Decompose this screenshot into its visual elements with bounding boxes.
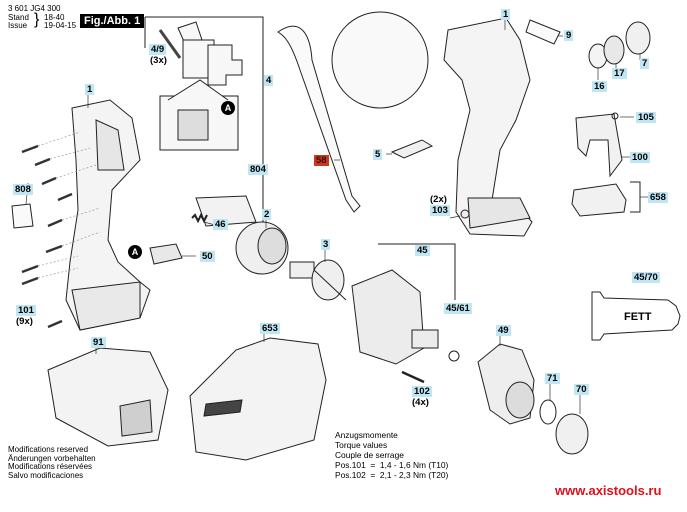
part-label-4[interactable]: 4 xyxy=(264,75,274,86)
part-label-5[interactable]: 5 xyxy=(373,149,383,160)
spring-46 xyxy=(191,212,208,224)
ring-45-61 xyxy=(448,350,460,362)
part-label-804[interactable]: 804 xyxy=(248,164,268,175)
part-label-102[interactable]: 102 xyxy=(412,386,432,397)
qty-101: (9x) xyxy=(16,316,33,327)
charger-653 xyxy=(189,337,327,461)
part-label-45-61[interactable]: 45/61 xyxy=(444,303,472,314)
stand-label: Stand xyxy=(8,13,29,22)
note-line: Modifications reserved xyxy=(8,445,89,454)
website-link[interactable]: www.axistools.ru xyxy=(555,483,662,498)
left-housing xyxy=(65,99,151,331)
part-label-101[interactable]: 101 xyxy=(16,305,36,316)
screw-102 xyxy=(401,370,425,384)
clip-100 xyxy=(575,113,623,178)
doc-number: 3 601 JG4 300 xyxy=(8,4,61,13)
part-label-808[interactable]: 808 xyxy=(13,184,33,195)
label-808 xyxy=(11,203,34,229)
part-label-49[interactable]: 49 xyxy=(496,325,511,336)
marker-a: A xyxy=(221,101,235,115)
strap-58 xyxy=(277,25,361,213)
modifications-note: Modifications reserved Änderungen vorbeh… xyxy=(8,445,96,480)
part-label-103[interactable]: 103 xyxy=(430,205,450,216)
part-label-71[interactable]: 71 xyxy=(545,373,560,384)
note-line: Änderungen vorbehalten xyxy=(8,453,96,463)
figure-label: Fig./Abb. 1 xyxy=(80,14,145,28)
qty-4-9: (3x) xyxy=(150,55,167,66)
stator-2 xyxy=(235,221,289,275)
screw-105 xyxy=(611,112,619,120)
button-5 xyxy=(390,139,434,159)
part-label-70[interactable]: 70 xyxy=(574,384,589,395)
part-label-91[interactable]: 91 xyxy=(91,337,106,348)
issue-value: 19-04-15 xyxy=(44,21,77,30)
hammer-housing-49 xyxy=(477,343,535,425)
marker-a: A xyxy=(128,245,142,259)
gearbox-45 xyxy=(351,269,439,365)
torque-line: Anzugsmomente xyxy=(335,430,398,440)
part-50 xyxy=(149,243,183,265)
part-label-4-9[interactable]: 4/9 xyxy=(149,44,167,55)
part-label-100[interactable]: 100 xyxy=(630,152,650,163)
part-label-45[interactable]: 45 xyxy=(415,245,430,256)
sleeve-70 xyxy=(555,413,589,455)
part-label-7[interactable]: 7 xyxy=(640,58,650,69)
right-housing xyxy=(331,11,533,237)
note-line: Modifications réservées xyxy=(8,462,93,472)
torque-line: Torque values xyxy=(335,440,388,450)
issue-label: Issue xyxy=(8,21,28,30)
brace: } xyxy=(34,11,40,28)
armature-3 xyxy=(289,259,347,301)
torque-line: Pos.102 = 2,1 - 2,3 Nm (T20) xyxy=(335,470,449,480)
part-label-16[interactable]: 16 xyxy=(592,81,607,92)
part-label-9[interactable]: 9 xyxy=(564,30,574,41)
switch-assembly xyxy=(159,21,243,151)
ring-71 xyxy=(539,399,557,425)
part-label-2[interactable]: 2 xyxy=(262,209,272,220)
qty-103: (2x) xyxy=(430,194,447,205)
torque-values: Anzugsmomente Torque values Couple de se… xyxy=(335,430,448,480)
note-line: Salvo modificaciones xyxy=(8,470,84,480)
grease-tube xyxy=(591,291,681,341)
grease-label: FETT xyxy=(624,311,652,323)
stand-value: 18-40 xyxy=(44,13,65,22)
battery-91 xyxy=(47,347,169,447)
part-label-1[interactable]: 1 xyxy=(501,9,511,20)
part-label-3[interactable]: 3 xyxy=(321,239,331,250)
plate-9 xyxy=(525,19,561,45)
holder-658 xyxy=(571,183,627,217)
part-label-653[interactable]: 653 xyxy=(260,323,280,334)
part-label-45-70[interactable]: 45/70 xyxy=(632,272,660,283)
part-label-105[interactable]: 105 xyxy=(636,112,656,123)
torque-line: Pos.101 = 1,4 - 1,6 Nm (T10) xyxy=(335,460,449,470)
part-label-58[interactable]: 58 xyxy=(314,155,329,166)
part-label-1[interactable]: 1 xyxy=(85,84,95,95)
part-label-50[interactable]: 50 xyxy=(200,251,215,262)
cap-17 xyxy=(603,35,625,65)
part-label-46[interactable]: 46 xyxy=(213,219,228,230)
screws-101 xyxy=(21,144,73,329)
knob-7 xyxy=(625,21,651,55)
bracket-45 xyxy=(378,243,456,300)
nut-103 xyxy=(460,209,470,219)
part-label-658[interactable]: 658 xyxy=(648,192,668,203)
qty-102: (4x) xyxy=(412,397,429,408)
part-label-17[interactable]: 17 xyxy=(612,68,627,79)
torque-line: Couple de serrage xyxy=(335,450,404,460)
